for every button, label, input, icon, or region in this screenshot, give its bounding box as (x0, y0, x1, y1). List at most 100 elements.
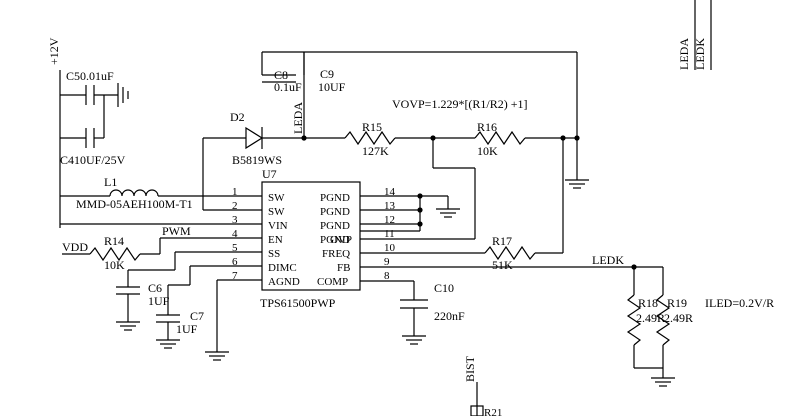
r15-ref: R15 (362, 120, 382, 134)
c8-value: 0.1uF (274, 80, 302, 94)
bist-net-label: BIST (463, 355, 477, 382)
r18-resistor (626, 294, 642, 346)
r17-ref: R17 (492, 234, 512, 248)
leda-node-label: LEDA (291, 102, 305, 134)
r16-value: 10K (477, 144, 498, 158)
u7-pin-num-r11: 11 (384, 228, 395, 240)
c5-label: C50.01uF (66, 69, 114, 83)
u7-pin-name-l3: VIN (268, 220, 288, 232)
ground-symbol-sense (651, 377, 675, 387)
c10-ref: C10 (434, 281, 454, 295)
r18-value: 2.49R (636, 311, 665, 325)
d2-ref: D2 (230, 110, 245, 124)
r19-resistor (655, 294, 671, 346)
u7-pin-num-r12: 12 (384, 214, 395, 226)
c7-capacitor (156, 314, 180, 340)
r14-ref: R14 (104, 234, 124, 248)
ground-symbol-right (565, 179, 589, 189)
c4-label: C410UF/25V (60, 153, 126, 167)
r21-resistor (470, 405, 484, 416)
u7-part: TPS61500PWP (260, 296, 336, 310)
c7-ref: C7 (190, 309, 204, 323)
u7-pin-num-l4: 4 (232, 228, 238, 240)
pgnd-junction-12 (417, 221, 423, 227)
u7-pin-name-l6: DIMC (268, 262, 297, 274)
c10-capacitor (400, 299, 428, 336)
r19-value: 2.49R (664, 311, 693, 325)
u7-right-pin-names-lower: OVP FREQ FB COMP (317, 234, 352, 288)
u7-pin-num-r10: 10 (384, 242, 396, 254)
c6-capacitor (116, 286, 140, 322)
l1-value: MMD-05AEH100M-T1 (76, 197, 193, 211)
u7-pin-num-l7: 7 (232, 270, 238, 282)
r16-ref: R16 (477, 120, 497, 134)
u7-pin-num-r8: 8 (384, 270, 390, 282)
u7-pin-name-freq: FREQ (322, 248, 350, 260)
u7-pin-num-l5: 5 (232, 242, 238, 254)
u7-pin-num-r9: 9 (384, 256, 390, 268)
u7-pin-name-r14: PGND (320, 192, 350, 204)
u7-pin-num-r13: 13 (384, 200, 396, 212)
c10-value: 220nF (434, 309, 465, 323)
ground-symbol-pgnd (436, 208, 460, 218)
u7-ic-body (261, 181, 361, 291)
u7-pin-num-l2: 2 (232, 200, 238, 212)
u7-pin-num-l6: 6 (232, 256, 238, 268)
u7-pin-name-l1: SW (268, 192, 285, 204)
u7-left-pin-names: SW SW VIN EN SS DIMC AGND (268, 192, 300, 288)
u7-pin-num-l3: 3 (232, 214, 238, 226)
c5-capacitor (60, 83, 129, 107)
u7-pin-name-l2: SW (268, 206, 285, 218)
leda-top-label: LEDA (677, 38, 691, 70)
ledk-node-label: LEDK (592, 253, 624, 267)
iled-formula: ILED=0.2V/R (705, 296, 774, 310)
u7-pin-name-comp: COMP (317, 276, 348, 288)
r16-resistor (474, 130, 526, 146)
vdd-net-label: VDD (62, 240, 88, 254)
pgnd-junction-13 (417, 207, 423, 213)
r14-resistor (89, 246, 141, 262)
u7-left-pin-numbers: 1 2 3 4 5 6 7 (232, 186, 238, 282)
u7-pin-num-l1: 1 (232, 186, 238, 198)
u7-pin-num-r14: 14 (384, 186, 396, 198)
vovp-formula: VOVP=1.229*[(R1/R2) +1] (392, 97, 528, 111)
c8-ref: C8 (274, 68, 288, 82)
ground-symbol-c6 (116, 321, 140, 331)
u7-pin-name-l5: SS (268, 248, 280, 260)
r21-ref: R21 (484, 407, 502, 416)
u7-pin-name-r12: PGND (320, 220, 350, 232)
c4-capacitor (60, 95, 105, 148)
ground-symbol-c7 (156, 339, 180, 349)
c7-value: 1UF (176, 322, 198, 336)
u7-pin-name-r13: PGND (320, 206, 350, 218)
r17-value: 51K (492, 258, 513, 272)
ledk-top-label: LEDK (693, 38, 707, 70)
u7-right-pin-names: PGND PGND PGND PGND OVP (320, 192, 350, 246)
c6-value: 1UF (148, 294, 170, 308)
u7-pin-name-fb: FB (337, 262, 350, 274)
u7-pin-name-l7: AGND (268, 276, 300, 288)
r15-value: 127K (362, 144, 389, 158)
ground-symbol-c10 (402, 335, 426, 345)
u7-pin-name-l4: EN (268, 234, 283, 246)
pwm-net-label: PWM (162, 224, 191, 238)
u7-pin-name-ovp: OVP (330, 234, 352, 246)
c6-ref: C6 (148, 281, 162, 295)
r17-resistor (484, 245, 536, 261)
c8-c9-capacitors (261, 51, 577, 83)
d2-value: B5819WS (232, 153, 282, 167)
r19-ref: R19 (667, 296, 687, 310)
l1-ref: L1 (104, 175, 117, 189)
u7-ref: U7 (262, 167, 277, 181)
d2-diode (245, 126, 264, 150)
u7-right-pin-numbers: 14 13 12 11 10 9 8 (384, 186, 396, 282)
r14-value: 10K (104, 258, 125, 272)
l1-inductor (109, 189, 159, 197)
r15-resistor (344, 130, 396, 146)
c9-value: 10UF (318, 80, 346, 94)
c9-ref: C9 (320, 67, 334, 81)
u7-pin-name-r11: PGND (320, 234, 350, 246)
ground-symbol-agnd (205, 351, 229, 361)
supply-label: +12V (47, 37, 61, 65)
